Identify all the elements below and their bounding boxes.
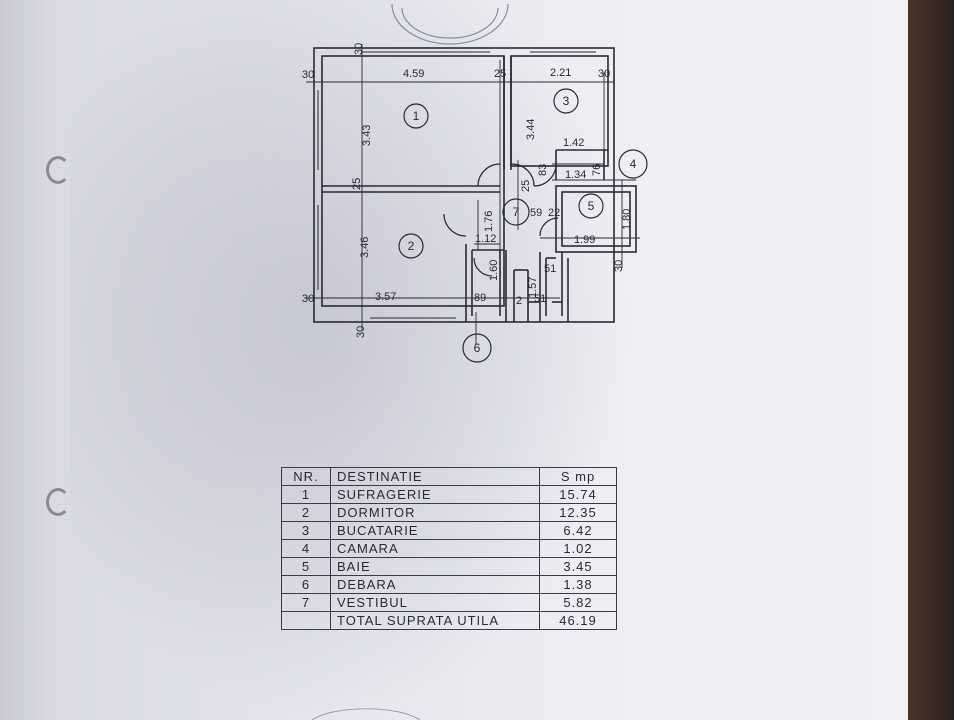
table-row: 6 DEBARA 1.38 [281,575,617,594]
walls [313,47,637,323]
row-nr: 5 [281,557,331,576]
room-marker-1 [403,103,429,129]
room-number-3: 3 [563,94,570,108]
dim-label: 25 [520,180,532,192]
dim-label: 1.42 [563,137,584,149]
row-area: 3.45 [539,557,617,576]
table-row: 4 CAMARA 1.02 [281,539,617,558]
room-number-6: 6 [474,341,481,355]
dim-label: 1.80 [621,209,633,230]
header-nr: NR. [281,467,331,486]
dim-label: 30 [355,326,367,338]
row-nr: 6 [281,575,331,594]
dim-label: 22 [548,207,560,219]
dimension-lines [306,44,640,344]
dim-label: 1.60 [488,260,500,281]
dim-label: 51 [544,263,556,275]
door-swings [443,163,559,277]
room-number-1: 1 [413,109,420,123]
floor-plan: 1 2 3 4 5 6 7 30 4.59 25 2.21 30 30 3.43… [302,3,648,720]
punch-hole [46,488,70,516]
table-row: 7 VESTIBUL 5.82 [281,593,617,612]
room-marker-5 [578,193,604,219]
table-row: 2 DORMITOR 12.35 [281,503,617,522]
table-total-row: TOTAL SUPRATA UTILA 46.19 [281,611,617,630]
area-table: NR. DESTINATIE S mp 1 SUFRAGERIE 15.74 2… [281,467,617,630]
room-number-7: 7 [513,205,520,219]
dim-label: 30 [353,43,365,55]
windows [317,51,596,319]
room-marker-7 [502,198,530,226]
room-marker-3 [553,88,579,114]
dim-label: 2.21 [550,67,571,79]
dim-label: 3.57 [375,291,396,303]
room-marker-4 [618,149,648,179]
row-nr: 7 [281,593,331,612]
dim-label: 89 [474,292,486,304]
dim-label: 3.44 [525,119,537,140]
dim-label: 2 [516,295,522,307]
room-markers [398,88,648,363]
row-destination: BUCATARIE [330,521,540,540]
dim-label: 1.99 [574,234,595,246]
row-nr: 4 [281,539,331,558]
header-destinatie: DESTINATIE [330,467,540,486]
dim-label: 1.12 [475,233,496,245]
row-nr: 2 [281,503,331,522]
total-value: 46.19 [539,611,617,630]
row-area: 6.42 [539,521,617,540]
paper-sheet: 1 2 3 4 5 6 7 30 4.59 25 2.21 30 30 3.43… [0,0,908,720]
total-empty-cell [281,611,331,630]
room-marker-2 [398,233,424,259]
row-area: 5.82 [539,593,617,612]
dim-label: 4.59 [403,68,424,80]
table-row: 1 SUFRAGERIE 15.74 [281,485,617,504]
dim-label: 1.57 [527,277,539,298]
row-area: 12.35 [539,503,617,522]
row-destination: DEBARA [330,575,540,594]
dim-label: 30 [302,69,314,81]
row-destination: SUFRAGERIE [330,485,540,504]
punch-hole [46,156,70,184]
row-area: 1.02 [539,539,617,558]
row-destination: CAMARA [330,539,540,558]
row-area: 15.74 [539,485,617,504]
dim-label: 1.34 [565,169,586,181]
dim-label: 30 [613,260,625,272]
dim-label: 59 [530,207,542,219]
total-label: TOTAL SUPRATA UTILA [330,611,540,630]
room-marker-6 [462,333,492,363]
dim-label: 83 [537,164,549,176]
dim-label: 25 [494,68,506,80]
room-number-2: 2 [408,239,415,253]
dim-label: 30 [302,293,314,305]
dim-label: 3.46 [359,237,371,258]
row-destination: DORMITOR [330,503,540,522]
dim-label: 3.43 [361,125,373,146]
dim-label: 51 [534,293,546,305]
table-header-row: NR. DESTINATIE S mp [281,467,617,486]
row-destination: BAIE [330,557,540,576]
dim-label: 1.76 [483,211,495,232]
dim-label: 76 [591,164,603,176]
room-number-4: 4 [630,157,637,171]
dim-label: 25 [351,178,363,190]
row-area: 1.38 [539,575,617,594]
room-number-5: 5 [588,199,595,213]
header-s-mp: S mp [539,467,617,486]
row-nr: 1 [281,485,331,504]
dim-label: 30 [598,68,610,80]
row-nr: 3 [281,521,331,540]
table-row: 5 BAIE 3.45 [281,557,617,576]
stamp-bottom [311,708,421,720]
stamp-top [391,3,509,45]
row-destination: VESTIBUL [330,593,540,612]
background-surface [908,0,954,720]
table-row: 3 BUCATARIE 6.42 [281,521,617,540]
